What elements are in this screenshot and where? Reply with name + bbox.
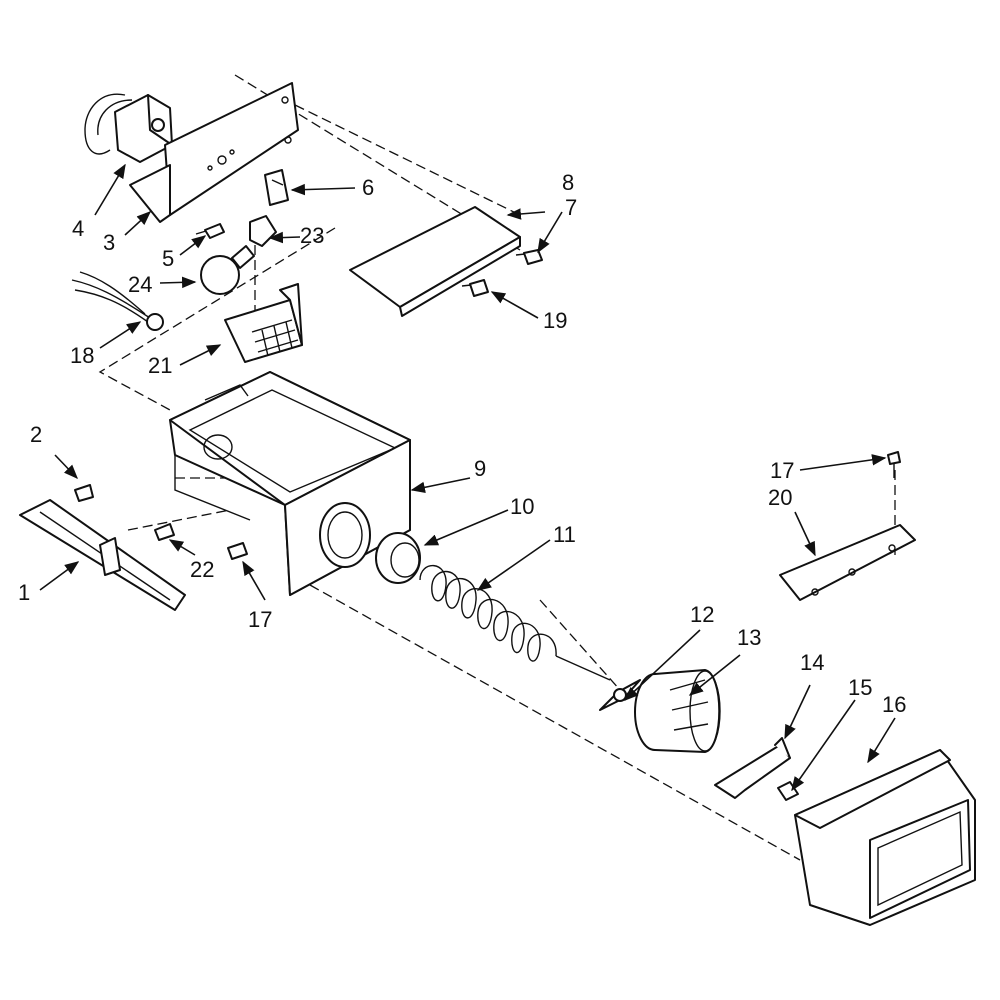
wire-harness-part [71, 271, 164, 331]
lamp-socket-part [249, 215, 277, 247]
mounting-bracket-part [129, 82, 299, 223]
bearing-part [375, 532, 421, 584]
callout-3: 3 [103, 230, 115, 255]
screw-2-part [74, 484, 94, 502]
clip-part [264, 169, 289, 206]
callout-11: 11 [553, 522, 576, 547]
callout-20: 20 [768, 485, 792, 510]
callout-labels: 4 3 6 8 7 5 23 24 19 18 21 9 10 11 12 13… [18, 170, 906, 717]
callout-17-upper: 17 [770, 458, 794, 483]
callout-7: 7 [565, 195, 577, 220]
callout-10: 10 [510, 494, 534, 519]
callout-19: 19 [543, 308, 567, 333]
motor-part [84, 93, 173, 163]
light-bulb-part [200, 245, 255, 295]
callout-6: 6 [362, 175, 374, 200]
callout-9: 9 [474, 456, 486, 481]
callout-5: 5 [162, 246, 174, 271]
callout-4: 4 [72, 216, 84, 241]
callout-17-lower: 17 [248, 607, 272, 632]
mounting-rail-part [19, 499, 186, 611]
callout-24: 24 [128, 272, 152, 297]
callout-13: 13 [737, 625, 761, 650]
screw-17-lower-part [227, 542, 248, 560]
callout-8: 8 [562, 170, 574, 195]
screw-7-part [515, 249, 543, 265]
cross-blade-part [599, 679, 641, 711]
drum-bracket-part [714, 737, 791, 799]
front-cover-part [794, 749, 976, 926]
callout-16: 16 [882, 692, 906, 717]
screw-17-upper-part [887, 451, 901, 478]
callout-12: 12 [690, 602, 714, 627]
cover-plate-part [349, 206, 521, 317]
callout-23: 23 [300, 223, 324, 248]
ice-bin-housing-part [169, 371, 411, 596]
callout-18: 18 [70, 343, 94, 368]
screw-22-part [154, 523, 175, 541]
callout-22: 22 [190, 557, 214, 582]
screw-19-part [461, 279, 489, 297]
callout-21: 21 [148, 353, 172, 378]
crusher-drum-part [634, 669, 721, 753]
small-bracket-part [779, 524, 916, 601]
callout-1: 1 [18, 580, 30, 605]
auger-spring-part [419, 564, 611, 681]
screw-5-part [195, 223, 225, 239]
lamp-shield-part [224, 283, 303, 363]
callout-leaders [39, 163, 896, 792]
callout-14: 14 [800, 650, 824, 675]
callout-2: 2 [30, 422, 42, 447]
callout-15: 15 [848, 675, 872, 700]
